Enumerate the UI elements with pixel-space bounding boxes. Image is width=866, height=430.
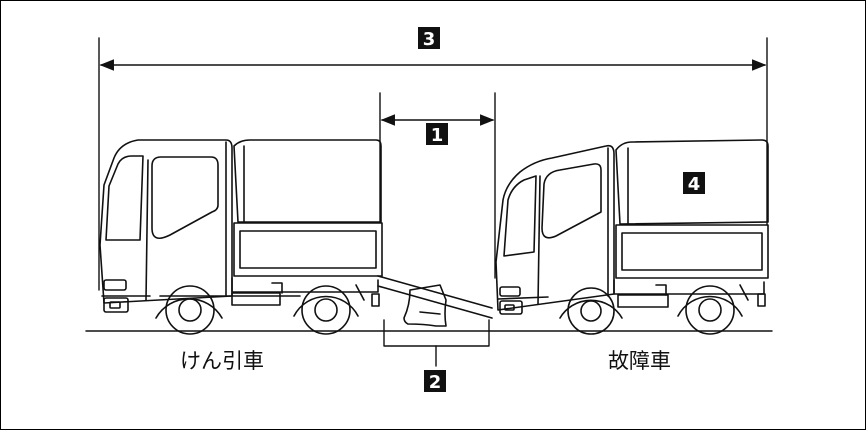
disabled-truck <box>495 139 769 335</box>
callout-3-text: 3 <box>423 29 436 50</box>
callout-4: 4 <box>683 172 705 195</box>
tow-cloth <box>403 284 447 327</box>
callout-1: 1 <box>426 123 448 146</box>
gap-dimension <box>379 92 496 279</box>
callout-2: 2 <box>424 370 446 393</box>
towing-vehicle-label: けん引車 <box>180 349 264 373</box>
overall-length-dimension <box>98 37 768 291</box>
tow-rope <box>377 275 493 319</box>
callout-2-text: 2 <box>429 372 442 393</box>
callout-4-text: 4 <box>688 174 701 195</box>
disabled-vehicle-label: 故障車 <box>608 349 671 373</box>
cloth-bracket <box>383 319 490 367</box>
callout-1-text: 1 <box>431 125 444 146</box>
callout-3: 3 <box>418 27 440 50</box>
towing-truck <box>99 139 383 335</box>
